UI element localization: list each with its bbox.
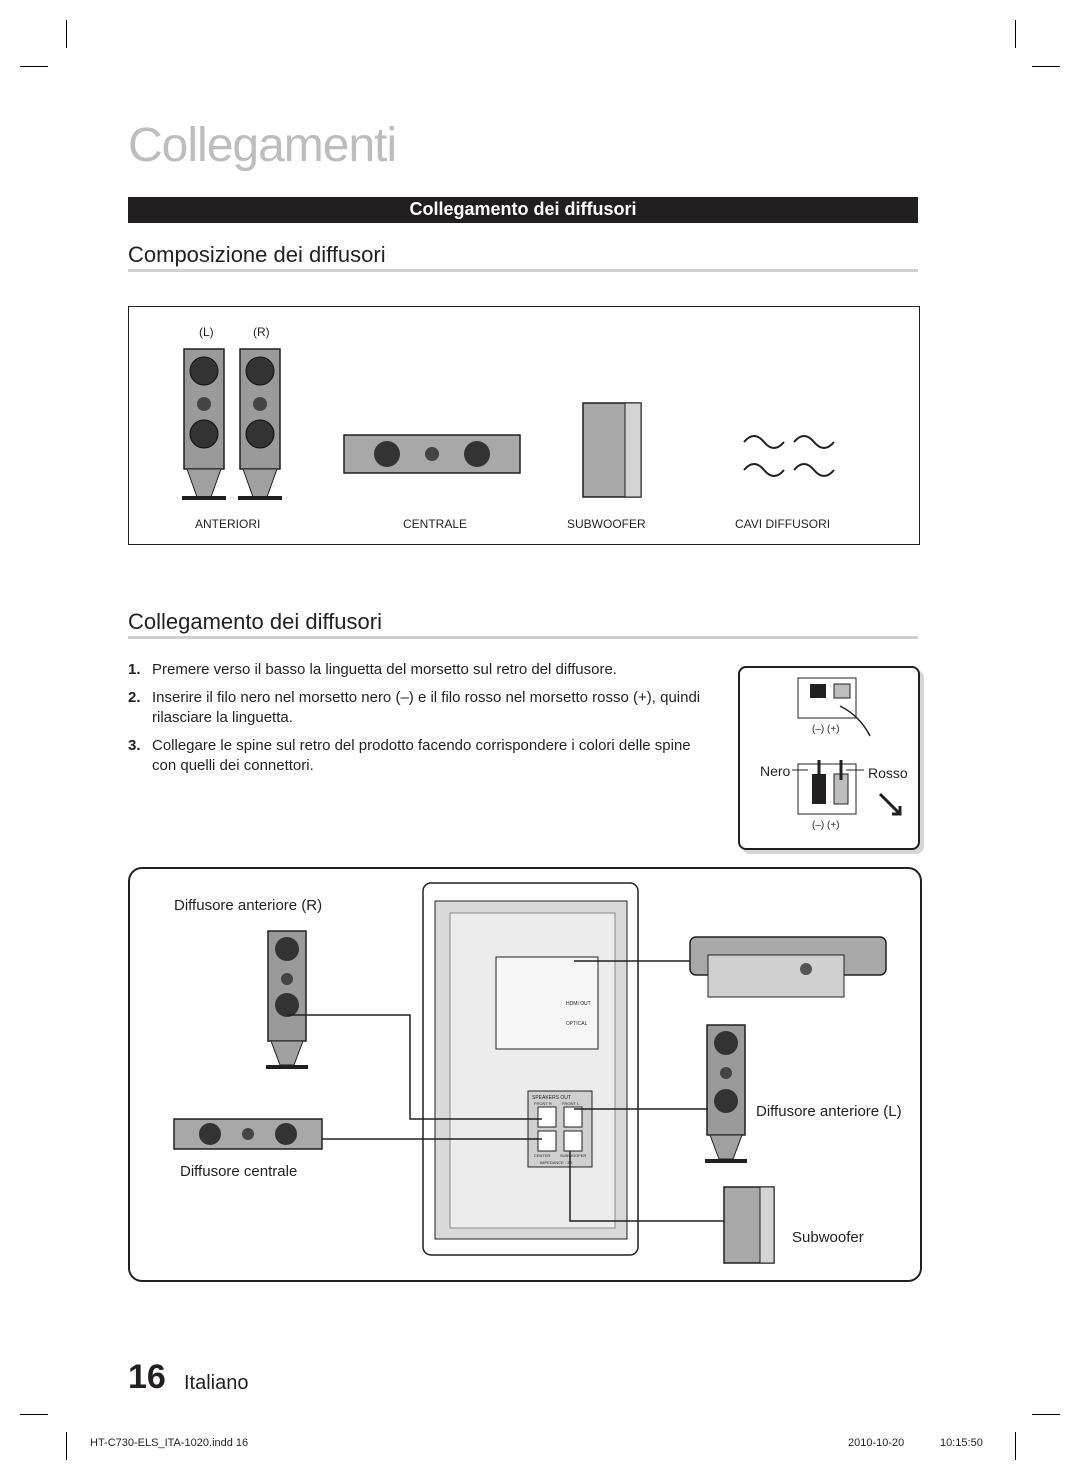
polarity-top-label: (–) (+) bbox=[812, 724, 840, 735]
terminal-illustration bbox=[792, 677, 902, 816]
heading-rule bbox=[128, 636, 918, 639]
center-speaker-icon bbox=[343, 434, 521, 474]
panel-front-r-label: FRONT R bbox=[534, 1101, 552, 1106]
panel-subwoofer-label: SUBWOOFER bbox=[560, 1153, 587, 1158]
crop-mark bbox=[1032, 66, 1060, 67]
front-right-label: Diffusore anteriore (R) bbox=[174, 897, 323, 914]
front-right-speaker-icon bbox=[266, 930, 308, 1069]
speaker-wires bbox=[287, 960, 724, 1222]
subwoofer-icon bbox=[723, 1186, 775, 1264]
polarity-bottom-label: (–) (+) bbox=[812, 820, 840, 831]
caption-center: CENTRALE bbox=[403, 517, 468, 531]
panel-optical-label: OPTICAL bbox=[566, 1021, 588, 1027]
page-language: Italiano bbox=[184, 1372, 249, 1394]
list-item: 3. Collegare le spine sul retro del prod… bbox=[128, 737, 691, 774]
front-speaker-left-icon bbox=[182, 348, 226, 500]
footer-time: 10:15:50 bbox=[940, 1437, 983, 1449]
section-bar: Collegamento dei diffusori bbox=[128, 197, 918, 223]
crop-mark bbox=[1015, 20, 1016, 48]
center-speaker-icon bbox=[173, 1118, 323, 1150]
center-label: Diffusore centrale bbox=[180, 1163, 298, 1180]
section-bar-label: Collegamento dei diffusori bbox=[409, 199, 637, 219]
footer-file: HT-C730-ELS_ITA-1020.indd 16 bbox=[90, 1437, 249, 1449]
front-left-label: Diffusore anteriore (L) bbox=[756, 1103, 902, 1120]
main-unit-icon bbox=[689, 936, 887, 998]
list-item: 1. Premere verso il basso la linguetta d… bbox=[128, 661, 617, 678]
panel-impedance-label: IMPEDANCE : 3Ω bbox=[540, 1160, 573, 1165]
crop-mark bbox=[66, 20, 67, 48]
chapter-title: Collegamenti bbox=[128, 119, 397, 172]
panel-hdmi-out-label: HDMI OUT bbox=[566, 1001, 591, 1007]
connection-diagram: Diffusore anteriore (R) Diffusore centra… bbox=[128, 867, 922, 1282]
front-left-speaker-icon bbox=[705, 1024, 747, 1163]
crop-mark bbox=[20, 66, 48, 67]
left-channel-label: (L) bbox=[199, 325, 214, 339]
caption-front: ANTERIORI bbox=[195, 517, 261, 531]
crop-mark bbox=[1032, 1414, 1060, 1415]
footer-date: 2010-10-20 bbox=[848, 1437, 905, 1449]
list-item: 2. Inserire il filo nero nel morsetto ne… bbox=[128, 689, 701, 726]
connection-illustration bbox=[173, 882, 887, 1264]
terminal-inset: (–) (+) Nero Rosso (–) (+) bbox=[738, 666, 920, 850]
composition-box: (L) (R) bbox=[128, 306, 920, 545]
crop-mark bbox=[1015, 1432, 1016, 1460]
page-number: 16 bbox=[128, 1358, 166, 1396]
composition-heading: Composizione dei diffusori bbox=[128, 242, 386, 267]
caption-subwoofer: SUBWOOFER bbox=[567, 517, 646, 531]
panel-center-label: CENTER bbox=[534, 1153, 551, 1158]
crop-mark bbox=[20, 1414, 48, 1415]
heading-rule bbox=[128, 269, 918, 272]
panel-speakers-out-label: SPEAKERS OUT bbox=[532, 1095, 571, 1101]
crop-mark bbox=[66, 1432, 67, 1460]
subwoofer-label: Subwoofer bbox=[792, 1229, 864, 1246]
right-channel-label: (R) bbox=[253, 325, 270, 339]
black-wire-label: Nero bbox=[760, 763, 791, 779]
front-speaker-right-icon bbox=[238, 348, 282, 500]
subwoofer-icon bbox=[582, 402, 642, 498]
caption-cables: CAVI DIFFUSORI bbox=[735, 517, 831, 531]
panel-front-l-label: FRONT L bbox=[562, 1101, 580, 1106]
speaker-cables-icon bbox=[743, 435, 835, 477]
red-wire-label: Rosso bbox=[868, 765, 908, 781]
connection-heading: Collegamento dei diffusori bbox=[128, 609, 382, 634]
speakers-illustration bbox=[182, 348, 835, 500]
steps-list: 1. Premere verso il basso la linguetta d… bbox=[128, 660, 718, 784]
